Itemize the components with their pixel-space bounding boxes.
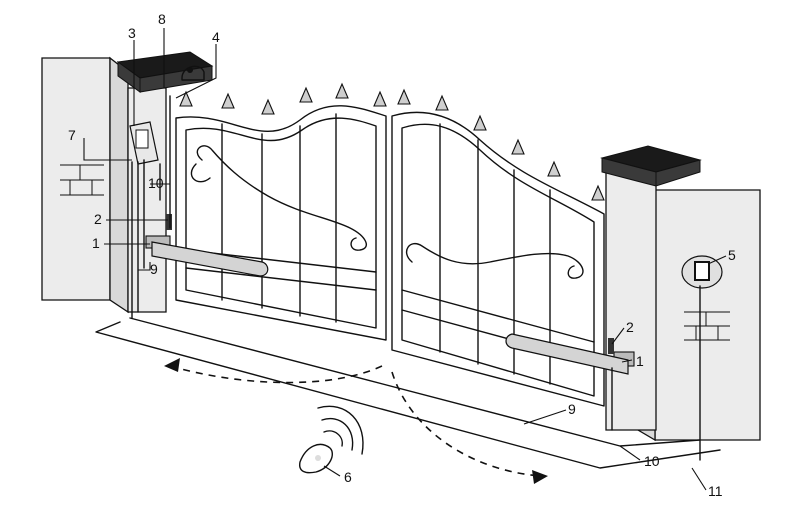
remote-control [299, 405, 364, 474]
callout-leaders [83, 28, 727, 491]
callout-2-right: 2 [626, 319, 634, 335]
callout-9-right: 9 [568, 401, 576, 417]
swing-arrows [164, 358, 548, 484]
callout-9-left: 9 [150, 261, 158, 277]
callout-1-left: 1 [92, 235, 100, 251]
right-gate-spikes [397, 88, 605, 201]
callout-6: 6 [344, 469, 352, 485]
callout-7: 7 [68, 127, 76, 143]
left-gate-leaf [175, 105, 387, 341]
callout-10-left: 10 [148, 175, 164, 191]
right-photocell [608, 338, 614, 354]
callout-2-left: 2 [94, 211, 102, 227]
control-unit [129, 121, 159, 165]
flashing-lamp [181, 65, 205, 81]
callout-8: 8 [158, 11, 166, 27]
left-pillar [41, 56, 129, 314]
callout-3: 3 [128, 25, 136, 41]
callout-1-right: 1 [636, 353, 644, 369]
wiring [131, 95, 701, 461]
left-photocell [166, 214, 172, 230]
callout-10-right: 10 [644, 453, 660, 469]
callout-11: 11 [708, 483, 723, 499]
left-gate-spikes [179, 82, 387, 115]
right-motor-arm [505, 333, 635, 375]
callout-4: 4 [212, 29, 220, 45]
left-motor-arm [145, 235, 269, 277]
callout-5: 5 [728, 247, 736, 263]
callout-labels: 3 8 4 7 10 2 1 9 2 1 5 6 9 10 11 [68, 11, 736, 499]
right-pillar [600, 145, 761, 442]
key-selector [681, 255, 723, 289]
